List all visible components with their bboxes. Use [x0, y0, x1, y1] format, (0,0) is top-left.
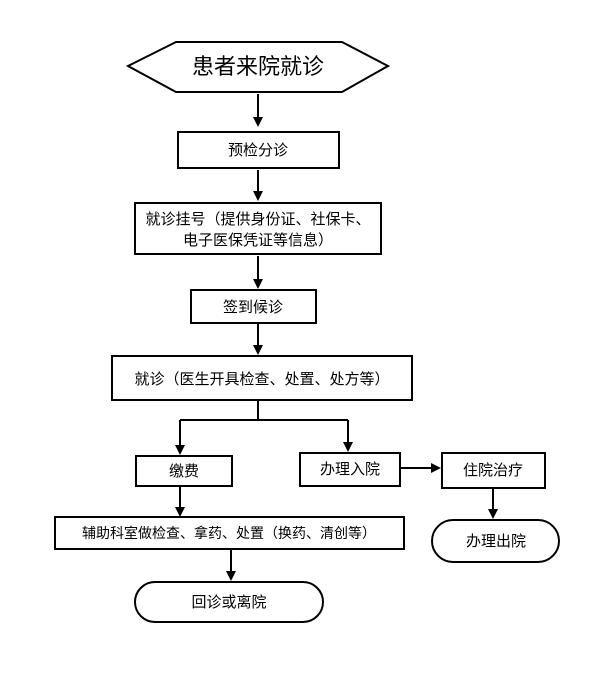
inpatient-label: 住院治疗 — [463, 461, 523, 479]
connector-consult-split — [180, 400, 259, 421]
inpatient-box — [441, 452, 546, 489]
checkin-box — [190, 289, 317, 324]
admit-label: 办理入院 — [320, 460, 380, 478]
start-hexagon — [125, 41, 391, 93]
discharge-terminal — [431, 519, 560, 563]
auxiliary-label: 辅助科室做检查、拿药、处置（换药、清创等） — [82, 525, 376, 542]
pay-label: 缴费 — [169, 462, 199, 480]
consult-box — [111, 355, 413, 401]
register-box — [134, 202, 382, 255]
register-label-line1: 就诊挂号（提供身份证、社保卡、 — [145, 210, 370, 228]
end-label: 回诊或离院 — [191, 593, 266, 611]
triage-label: 预检分诊 — [228, 141, 288, 159]
auxiliary-box — [54, 516, 405, 550]
start-label: 患者来院就诊 — [192, 55, 324, 80]
checkin-label: 签到候诊 — [223, 298, 283, 316]
end-terminal — [134, 581, 324, 623]
consult-label: 就诊（医生开具检查、处置、处方等） — [134, 370, 389, 388]
register-label-line2: 电子医保凭证等信息） — [183, 231, 333, 249]
triage-box — [177, 131, 340, 169]
discharge-label: 办理出院 — [466, 532, 526, 550]
admit-box — [299, 452, 401, 487]
pay-box — [135, 455, 233, 487]
